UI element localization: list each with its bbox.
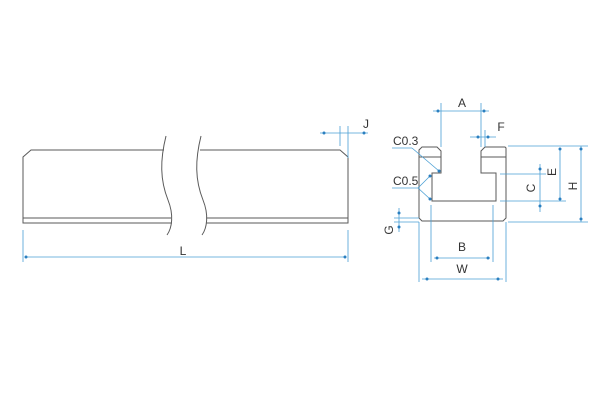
rail-right-segment [200,149,349,224]
label-E: E [545,168,559,176]
rail-left-segment [22,149,172,224]
label-A: A [458,96,466,110]
label-J: J [363,117,369,131]
dimension-F: F [470,120,505,147]
label-L: L [180,244,187,258]
dimension-B: B [430,205,494,262]
break-line-right [196,135,208,236]
dimension-C: C [500,164,546,212]
callout-C0.5: C0.5 [392,174,432,201]
label-C: C [524,183,538,192]
label-C0.3: C0.3 [393,134,419,148]
label-G: G [382,225,396,234]
dimension-E: E [508,145,588,202]
break-line-left [161,135,173,236]
label-W: W [456,262,468,276]
dimension-H: H [508,146,588,223]
label-B: B [458,240,466,254]
dimension-A: A [433,96,489,147]
dimension-L: L [22,230,349,262]
section-outline [418,146,507,222]
dimension-W: W [418,222,507,282]
label-F: F [497,120,504,134]
callout-C0.3: C0.3 [392,134,441,173]
dimension-J: J [320,117,369,158]
dimension-G: G [382,208,419,235]
label-C0.5: C0.5 [393,174,419,188]
label-H: H [566,182,580,191]
rail-side-view [22,135,349,236]
